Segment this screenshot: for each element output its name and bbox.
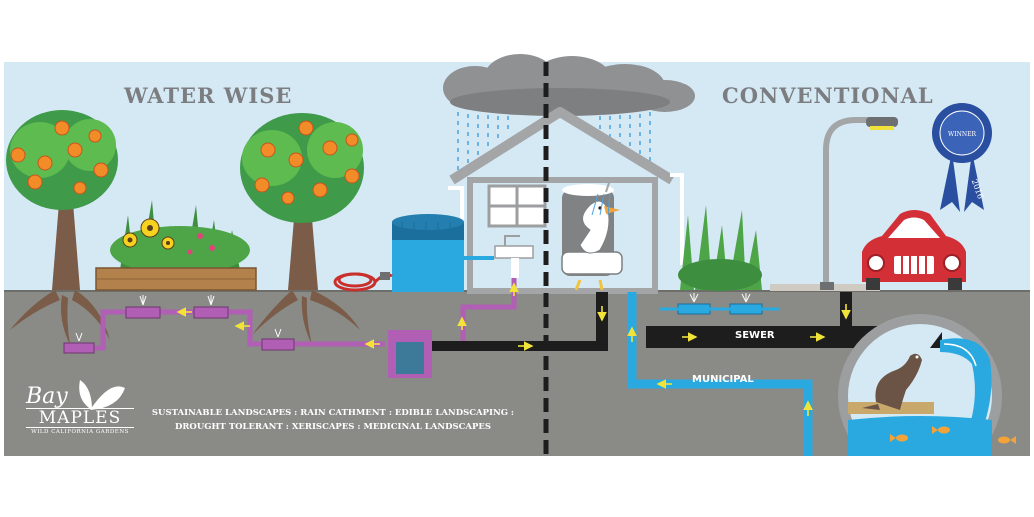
caption: SUSTAINABLE LANDSCAPES : RAIN CATHMENT :… bbox=[143, 406, 523, 434]
orange-tree-icon bbox=[240, 113, 364, 345]
surge-tank bbox=[388, 330, 432, 378]
fish-icon bbox=[890, 426, 1016, 444]
conventional-heading: CONVENTIONAL bbox=[722, 83, 934, 108]
logo-bay: Bay bbox=[26, 384, 68, 409]
ribbon-text: WINNER bbox=[948, 131, 976, 138]
spray-lines bbox=[689, 293, 751, 303]
sea-lion-icon bbox=[862, 353, 922, 410]
hose-icon bbox=[333, 272, 393, 292]
award-ribbon-icon: WINNER 2016 bbox=[932, 103, 992, 212]
cloud-icon bbox=[443, 54, 695, 116]
orange-tree-icon bbox=[6, 110, 118, 345]
flower-bed-icon bbox=[95, 200, 257, 291]
municipal-label: MUNICIPAL bbox=[692, 374, 754, 385]
ocean-outfall bbox=[838, 314, 1002, 478]
drip-emitter bbox=[63, 306, 295, 354]
logo: Bay MAPLES WILD CALIFORNIA GARDENS bbox=[26, 386, 134, 437]
spray-lines bbox=[75, 295, 282, 342]
flow-arrows bbox=[597, 304, 851, 416]
sink-icon bbox=[494, 235, 534, 278]
logo-maples: MAPLES bbox=[26, 408, 134, 428]
leaf-icon bbox=[79, 380, 125, 410]
water-wise-heading: WATER WISE bbox=[124, 83, 293, 108]
shrub-icon bbox=[678, 205, 762, 291]
car-icon bbox=[862, 210, 966, 290]
house-icon bbox=[448, 107, 684, 294]
sewer-label: SEWER bbox=[735, 330, 775, 341]
logo-tagline: WILD CALIFORNIA GARDENS bbox=[31, 429, 129, 435]
flow-arrows bbox=[176, 282, 519, 349]
caption-line-1: SUSTAINABLE LANDSCAPES : RAIN CATHMENT :… bbox=[151, 408, 515, 418]
water-tank-icon bbox=[392, 214, 464, 292]
shower-bird-icon bbox=[561, 179, 623, 291]
street-lamp-icon bbox=[820, 117, 898, 290]
caption-line-2: DROUGHT TOLERANT : XERISCAPES : MEDICINA… bbox=[175, 422, 491, 432]
